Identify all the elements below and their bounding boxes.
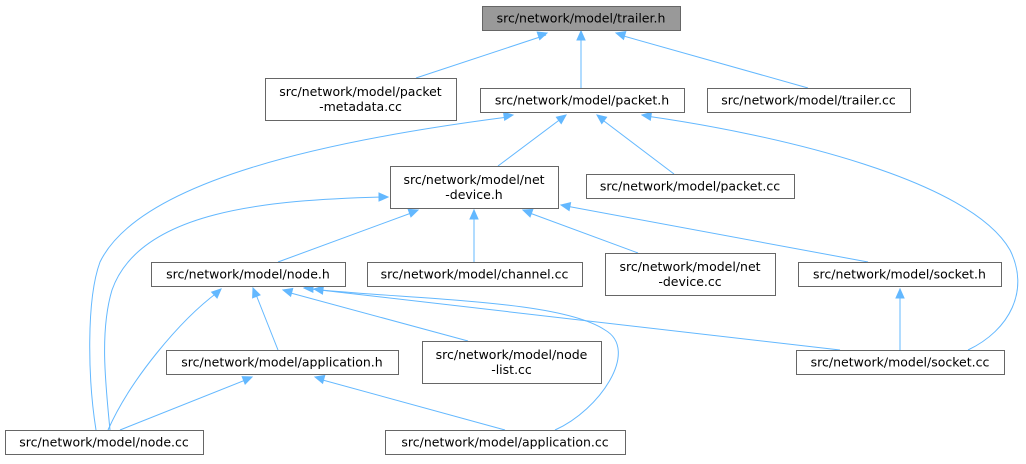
e-socket-socketcc-arrowhead	[895, 287, 905, 299]
node-packet-cc[interactable]: src/network/model/packet.cc	[586, 174, 795, 199]
node-label-node-list-cc-line2: -list.cc	[491, 362, 532, 377]
e-node-nodecc	[107, 291, 219, 431]
node-box-application-h	[166, 350, 399, 375]
node-node-list-cc[interactable]: src/network/model/node-list.cc	[422, 341, 602, 384]
node-label-node-h-line1: src/network/model/node.h	[166, 267, 330, 282]
e-netdev-nodecc	[104, 196, 383, 431]
e-packet-netdev-arrowhead	[555, 114, 567, 125]
node-box-application-cc	[385, 430, 626, 455]
e-packet-netdev	[497, 117, 563, 167]
node-label-packet-h-line1: src/network/model/packet.h	[495, 93, 669, 108]
node-node-cc[interactable]: src/network/model/node.cc	[5, 430, 204, 455]
e-node-socketcc-arrowhead	[312, 285, 324, 295]
e-netdev-socket	[565, 205, 869, 263]
node-label-socket-h-line1: src/network/model/socket.h	[813, 267, 986, 282]
e-packet-packetcc-arrowhead	[596, 114, 608, 125]
node-label-net-device-cc-line1: src/network/model/net	[619, 259, 760, 274]
node-application-h[interactable]: src/network/model/application.h	[166, 350, 399, 375]
e-trailer-pktmeta-arrowhead	[536, 31, 549, 41]
e-netdev-netdevcc	[526, 211, 639, 254]
node-label-net-device-cc-line2: -device.cc	[658, 274, 721, 289]
e-netdev-nodecc-arrowhead	[378, 192, 390, 202]
node-node-h[interactable]: src/network/model/node.h	[151, 262, 346, 287]
node-packet-metadata-cc[interactable]: src/network/model/packet-metadata.cc	[265, 78, 457, 121]
node-label-node-list-cc-line1: src/network/model/node	[436, 347, 588, 362]
node-socket-cc[interactable]: src/network/model/socket.cc	[796, 350, 1005, 375]
e-packet-packetcc	[599, 117, 675, 175]
node-socket-h[interactable]: src/network/model/socket.h	[798, 262, 1002, 287]
node-box-trailer-h	[482, 6, 681, 31]
node-application-cc[interactable]: src/network/model/application.cc	[385, 430, 626, 455]
node-label-node-cc-line1: src/network/model/node.cc	[19, 435, 189, 450]
e-app-nodecc	[119, 378, 249, 431]
node-packet-h[interactable]: src/network/model/packet.h	[480, 88, 685, 113]
e-packet-nodecc-arrowhead	[502, 111, 515, 122]
node-box-packet-h	[480, 88, 685, 113]
node-box-socket-cc	[796, 350, 1005, 375]
e-netdev-node-arrowhead	[407, 208, 420, 218]
node-label-packet-metadata-cc-line1: src/network/model/packet	[279, 84, 442, 99]
e-netdev-netdevcc-arrowhead	[521, 208, 534, 218]
e-netdev-node	[277, 211, 415, 263]
node-box-net-device-cc	[605, 253, 776, 296]
node-label-socket-cc-line1: src/network/model/socket.cc	[811, 355, 990, 370]
node-label-channel-cc-line1: src/network/model/channel.cc	[381, 267, 569, 282]
node-box-packet-metadata-cc	[265, 78, 457, 121]
node-label-packet-cc-line1: src/network/model/packet.cc	[600, 179, 780, 194]
node-label-packet-metadata-cc-line2: -metadata.cc	[319, 99, 402, 114]
e-node-application	[254, 291, 279, 351]
node-box-node-cc	[5, 430, 204, 455]
e-packet-socketcc-arrowhead	[640, 111, 653, 122]
node-box-net-device-h	[390, 166, 559, 209]
node-label-net-device-h-line2: -device.h	[445, 187, 502, 202]
e-node-nodelist	[286, 291, 469, 342]
arrowheads-layer	[210, 29, 905, 385]
node-box-trailer-cc	[707, 88, 911, 113]
node-box-node-list-cc	[422, 341, 602, 384]
node-label-trailer-h-line1: src/network/model/trailer.h	[497, 11, 666, 26]
e-app-appcc-arrowhead	[313, 374, 326, 385]
node-label-net-device-h-line1: src/network/model/net	[403, 172, 544, 187]
node-box-socket-h	[798, 262, 1002, 287]
nodes-layer: src/network/model/trailer.h src/network/m…	[5, 6, 1005, 455]
e-app-nodecc-arrowhead	[241, 376, 254, 385]
node-label-application-cc-line1: src/network/model/application.cc	[401, 435, 608, 450]
node-box-channel-cc	[367, 262, 583, 287]
e-trailer-pktmeta	[415, 34, 547, 79]
node-trailer-cc[interactable]: src/network/model/trailer.cc	[707, 88, 911, 113]
e-app-appcc	[318, 378, 506, 431]
e-netdev-socket-arrowhead	[559, 202, 572, 212]
e-node-nodecc-arrowhead	[210, 288, 222, 299]
node-box-packet-cc	[586, 174, 795, 199]
e-node-nodelist-arrowhead	[281, 287, 294, 298]
node-box-node-h	[151, 262, 346, 287]
e-node-appcc	[309, 288, 619, 431]
e-trailer-packet-arrowhead	[576, 29, 586, 41]
e-node-socketcc	[319, 289, 841, 351]
e-packet-nodecc	[89, 116, 509, 431]
node-trailer-h[interactable]: src/network/model/trailer.h	[482, 6, 681, 31]
e-node-application-arrowhead	[252, 286, 261, 299]
node-label-trailer-cc-line1: src/network/model/trailer.cc	[721, 93, 896, 108]
node-channel-cc[interactable]: src/network/model/channel.cc	[367, 262, 583, 287]
node-net-device-h[interactable]: src/network/model/net-device.h	[390, 166, 559, 209]
edges-layer	[89, 34, 1019, 431]
e-netdev-channel-arrowhead	[469, 208, 479, 220]
e-packet-socketcc	[645, 115, 1019, 351]
e-trailer-trailercc	[619, 34, 809, 89]
node-label-application-h-line1: src/network/model/application.h	[181, 355, 382, 370]
e-trailer-trailercc-arrowhead	[614, 31, 627, 41]
node-net-device-cc[interactable]: src/network/model/net-device.cc	[605, 253, 776, 296]
